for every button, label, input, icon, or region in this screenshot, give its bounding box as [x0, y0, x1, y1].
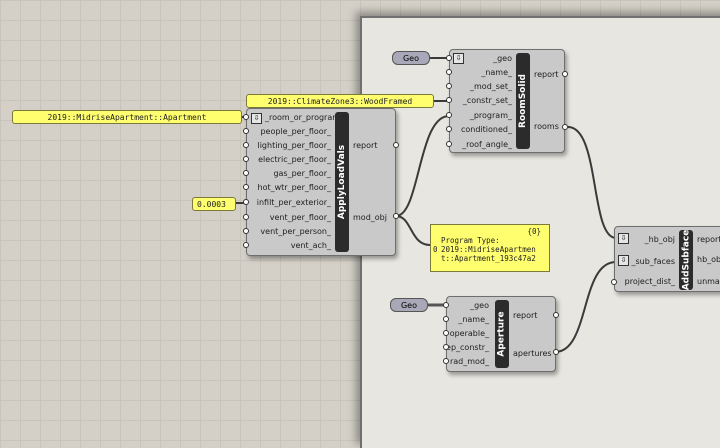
input-operable[interactable]: operable_: [449, 329, 489, 338]
aperture-title-text: Aperture: [497, 311, 508, 357]
apply-load-vals-title[interactable]: ApplyLoadVals: [335, 112, 349, 252]
port-node[interactable]: [243, 214, 249, 220]
output-mod-obj[interactable]: mod_obj: [353, 213, 387, 222]
add-subface-component[interactable]: ⇩ ⇩ _hb_obj _sub_faces project_dist_ Add…: [614, 226, 720, 292]
input-constr-set[interactable]: _constr_set_: [462, 96, 512, 105]
climate-zone-panel-text: 2019::ClimateZone3::WoodFramed: [267, 97, 413, 106]
program-panel-text: 2019::MidriseApartment::Apartment: [47, 113, 207, 122]
geo-param-1[interactable]: Geo: [392, 51, 430, 65]
input-electric-per-floor[interactable]: electric_per_floor_: [258, 155, 331, 164]
output-panel-line2: 2019::MidriseApartmen: [441, 245, 536, 254]
input-menu-icon[interactable]: ⇩: [618, 255, 629, 266]
port-node[interactable]: [443, 358, 449, 364]
input-sub-faces[interactable]: _sub_faces: [631, 257, 675, 266]
port-node[interactable]: [243, 199, 249, 205]
port-node[interactable]: [243, 142, 249, 148]
input-roof-angle[interactable]: _roof_angle_: [462, 140, 512, 149]
port-node[interactable]: [243, 114, 249, 120]
input-geo[interactable]: _geo: [470, 301, 489, 310]
input-gas-per-floor[interactable]: gas_per_floor_: [273, 169, 331, 178]
room-solid-component[interactable]: ⇩ _geo _name_ _mod_set_ _constr_set_ _pr…: [449, 49, 565, 153]
port-node[interactable]: [553, 349, 559, 355]
input-people-per-floor[interactable]: people_per_floor_: [260, 127, 331, 136]
port-node[interactable]: [446, 141, 452, 147]
aperture-title[interactable]: Aperture: [495, 300, 509, 368]
input-geo[interactable]: _geo: [493, 54, 512, 63]
aperture-component[interactable]: _geo _name_ operable_ ep_constr_ rad_mod…: [446, 296, 556, 372]
output-panel-row: 0: [433, 245, 438, 254]
climate-zone-panel[interactable]: 2019::ClimateZone3::WoodFramed: [246, 94, 434, 108]
output-panel-line3: t::Apartment_193c47a2: [441, 254, 536, 263]
input-mod-set[interactable]: _mod_set_: [470, 82, 512, 91]
port-node[interactable]: [393, 213, 399, 219]
output-report[interactable]: report: [353, 141, 378, 150]
input-room-or-program[interactable]: _room_or_program: [265, 113, 341, 122]
input-lighting-per-floor[interactable]: lighting_per_floor_: [257, 141, 331, 150]
port-node[interactable]: [243, 242, 249, 248]
port-node[interactable]: [443, 316, 449, 322]
apply-load-vals-component[interactable]: ⇩ _room_or_program people_per_floor_ lig…: [246, 108, 396, 256]
port-node[interactable]: [443, 344, 449, 350]
port-node[interactable]: [443, 302, 449, 308]
program-output-panel[interactable]: {0} 0 Program Type: 2019::MidriseApartme…: [430, 224, 550, 272]
output-report[interactable]: report: [513, 311, 538, 320]
input-hot-wtr-per-floor[interactable]: hot_wtr_per_floor_: [257, 183, 331, 192]
port-node[interactable]: [562, 124, 568, 130]
input-name[interactable]: _name_: [481, 68, 512, 77]
geo-param-1-label: Geo: [402, 54, 419, 63]
port-node[interactable]: [393, 142, 399, 148]
port-node[interactable]: [611, 279, 617, 285]
port-node[interactable]: [243, 184, 249, 190]
port-node[interactable]: [446, 83, 452, 89]
port-node[interactable]: [446, 97, 452, 103]
input-menu-icon[interactable]: ⇩: [618, 233, 629, 244]
output-report[interactable]: report: [534, 70, 559, 79]
program-panel[interactable]: 2019::MidriseApartment::Apartment: [12, 110, 242, 124]
port-node[interactable]: [446, 69, 452, 75]
port-node[interactable]: [562, 71, 568, 77]
geo-param-2[interactable]: Geo: [390, 298, 428, 312]
port-node[interactable]: [243, 156, 249, 162]
add-subface-title-text: AddSubface: [681, 229, 692, 291]
input-project-dist[interactable]: project_dist_: [624, 277, 675, 286]
geo-param-2-label: Geo: [400, 301, 417, 310]
input-vent-per-person[interactable]: vent_per_person_: [260, 227, 331, 236]
input-menu-icon[interactable]: ⇩: [251, 113, 262, 124]
input-name[interactable]: _name_: [458, 315, 489, 324]
output-unmatched[interactable]: unmatched: [697, 277, 720, 286]
room-solid-title[interactable]: RoomSolid: [516, 53, 530, 149]
input-infilt-per-exterior[interactable]: infilt_per_exterior_: [256, 198, 331, 207]
input-ep-constr[interactable]: ep_constr_: [446, 343, 489, 352]
output-rooms[interactable]: rooms: [534, 122, 559, 131]
port-node[interactable]: [243, 128, 249, 134]
input-vent-per-floor[interactable]: vent_per_floor_: [269, 213, 331, 222]
add-subface-title[interactable]: AddSubface: [679, 230, 693, 290]
output-hb-obj[interactable]: hb_obj: [697, 255, 720, 264]
port-node[interactable]: [446, 112, 452, 118]
apply-load-vals-title-text: ApplyLoadVals: [337, 144, 348, 220]
port-node[interactable]: [443, 330, 449, 336]
port-node[interactable]: [243, 170, 249, 176]
room-solid-title-text: RoomSolid: [518, 74, 529, 128]
input-rad-mod[interactable]: rad_mod_: [449, 357, 489, 366]
port-node[interactable]: [446, 55, 452, 61]
output-report[interactable]: report: [697, 235, 720, 244]
infiltration-panel-text: 0.0003: [197, 200, 226, 209]
output-panel-line1: Program Type:: [441, 236, 500, 245]
input-vent-ach[interactable]: vent_ach_: [290, 241, 331, 250]
input-menu-icon[interactable]: ⇩: [453, 53, 464, 64]
port-node[interactable]: [243, 228, 249, 234]
input-conditioned[interactable]: conditioned_: [461, 125, 512, 134]
port-node[interactable]: [553, 312, 559, 318]
infiltration-panel[interactable]: 0.0003: [192, 197, 236, 211]
output-panel-index: {0}: [527, 227, 541, 236]
input-hb-obj[interactable]: _hb_obj: [644, 235, 675, 244]
input-program[interactable]: _program_: [469, 111, 512, 120]
output-apertures[interactable]: apertures: [513, 349, 552, 358]
port-node[interactable]: [446, 126, 452, 132]
